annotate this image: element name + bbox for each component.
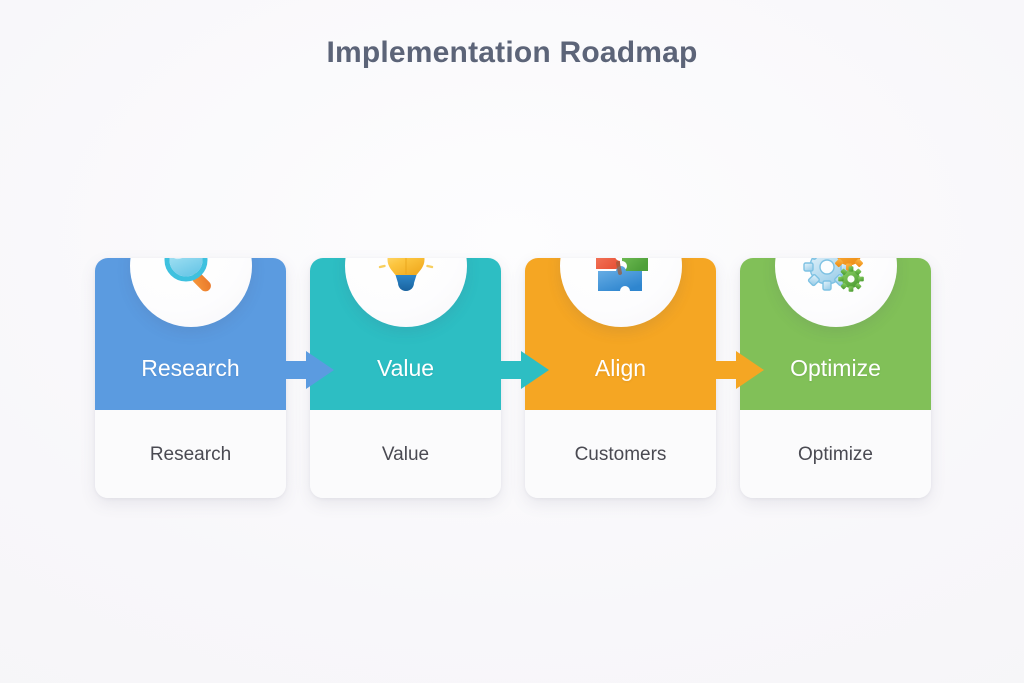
lightbulb-icon [373,258,439,299]
roadmap-step-card-1[interactable]: Research Research [95,258,286,498]
step-2-header-label: Value [376,355,435,381]
step-4-header-label: Optimize [790,355,881,381]
roadmap-step-card-2[interactable]: Value Value [310,258,501,498]
step-4-footer-label: Optimize [798,444,873,465]
roadmap-step-card-4[interactable]: Optimize Optimize [740,258,931,498]
roadmap-step-card-3[interactable]: Align Customers [525,258,716,498]
step-1-header-label: Research [141,355,240,381]
page-title: Implementation Roadmap [326,36,698,69]
step-3-header-label: Align [594,355,647,381]
step-1-footer-label: Research [149,444,232,465]
magnifying-glass-icon [158,258,224,299]
step-2-footer: Value [310,410,501,498]
puzzle-pieces-icon [586,258,656,301]
arrow-step-1-to-2 [268,347,336,393]
arrow-step-3-to-4 [698,347,766,393]
step-2-footer-label: Value [381,444,430,465]
step-3-footer: Customers [525,410,716,498]
gears-icon [801,258,871,301]
step-1-footer: Research [95,410,286,498]
step-4-footer: Optimize [740,410,931,498]
arrow-step-2-to-3 [483,347,551,393]
step-3-footer-label: Customers [574,444,667,465]
roadmap-steps-container: Research Research [95,258,931,498]
